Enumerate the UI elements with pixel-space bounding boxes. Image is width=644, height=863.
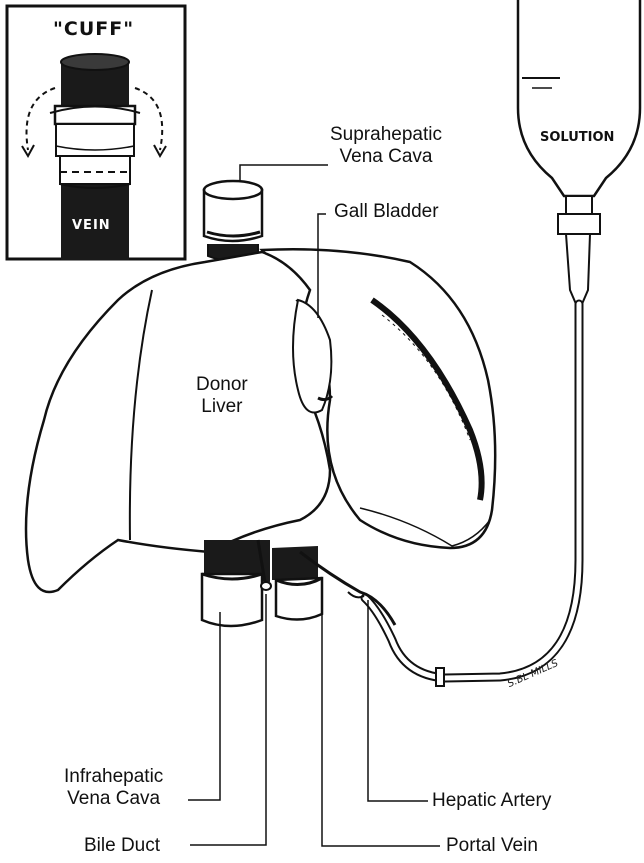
solution-bag bbox=[518, 0, 640, 304]
bile-duct-leader bbox=[190, 594, 266, 845]
hepatic-artery-label: Hepatic Artery bbox=[432, 790, 551, 812]
bile-duct-label: Bile Duct bbox=[84, 835, 160, 857]
inset-vein-label: VEIN bbox=[72, 218, 111, 233]
suprahepatic-vena-cava-label: Suprahepatic Vena Cava bbox=[330, 124, 442, 168]
infrahepatic-vena-cava-label: Infrahepatic Vena Cava bbox=[64, 766, 163, 810]
portal-vein-label: Portal Vein bbox=[446, 835, 538, 857]
infrahepatic-leader bbox=[188, 612, 220, 800]
portal-vein-leader bbox=[322, 600, 440, 846]
inset-title: "CUFF" bbox=[53, 18, 134, 40]
donor-liver-label: Donor Liver bbox=[196, 374, 248, 418]
gall-bladder-label: Gall Bladder bbox=[334, 201, 439, 223]
hepatic-artery-leader bbox=[368, 600, 428, 801]
solution-label: SOLUTION bbox=[540, 130, 614, 145]
suprahepatic-leader bbox=[240, 165, 328, 182]
